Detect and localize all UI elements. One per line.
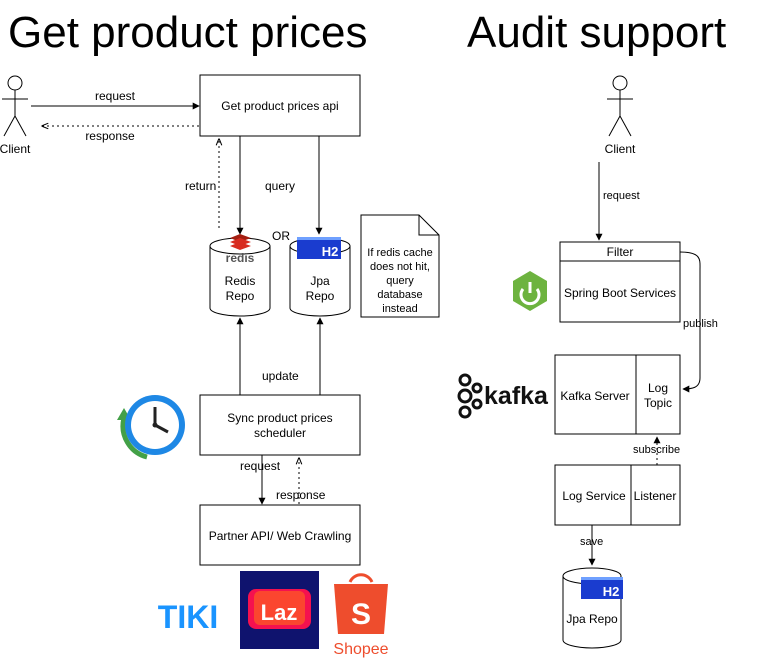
scheduler-label-line2: scheduler [254, 426, 306, 440]
svg-text:redis: redis [226, 251, 255, 265]
svg-text:Shopee: Shopee [333, 641, 388, 658]
request-label: request [95, 89, 136, 103]
scheduler-request-label: request [240, 459, 281, 473]
clock-icon [117, 395, 185, 460]
right-client-actor-icon [607, 75, 633, 137]
right-jpa-repo-label: Jpa Repo [566, 612, 618, 626]
title-audit-support: Audit support [467, 8, 726, 57]
kafka-server-box [554, 354, 681, 435]
partner-api-label: Partner API/ Web Crawling [209, 529, 352, 543]
log-topic-label-line1: Log [648, 381, 668, 395]
response-label: response [85, 129, 135, 143]
get-product-prices-api-box [199, 74, 361, 137]
note-line-3: query [386, 275, 414, 287]
filter-label: Filter [607, 245, 634, 259]
right-h2-logo-icon: H2 [581, 577, 623, 599]
note-shape [360, 214, 440, 318]
log-topic-label-line2: Topic [644, 396, 672, 410]
redis-logo-icon: redis [226, 234, 255, 265]
h2-logo-icon: H2 [297, 237, 341, 259]
svg-text:H2: H2 [322, 244, 339, 259]
svg-text:Laz: Laz [261, 600, 298, 625]
subscribe-label: subscribe [633, 444, 680, 456]
lazada-logo-icon: Laz [240, 571, 319, 649]
spring-boot-services-label: Spring Boot Services [564, 286, 676, 300]
kafka-server-label: Kafka Server [560, 389, 629, 403]
publish-label: publish [683, 318, 718, 330]
svg-text:H2: H2 [603, 584, 620, 599]
scheduler-label-line1: Sync product prices [227, 411, 332, 425]
right-request-label: request [603, 190, 640, 202]
svg-text:kafka: kafka [484, 382, 549, 410]
shopee-logo-icon: S Shopee [333, 573, 389, 658]
spring-boot-logo-icon [513, 271, 547, 311]
client-label: Client [0, 142, 31, 156]
svg-text:S: S [351, 598, 371, 631]
client-actor-icon [2, 75, 28, 137]
jpa-repo-label-line2: Repo [306, 289, 335, 303]
log-service-label: Log Service [562, 489, 626, 503]
scheduler-response-label: response [276, 488, 326, 502]
kafka-logo-icon: kafka [457, 373, 549, 419]
note-line-4: database [377, 289, 422, 301]
redis-repo-label-line2: Repo [226, 289, 255, 303]
partner-api-box [199, 504, 361, 566]
redis-repo-label-line1: Redis [225, 274, 256, 288]
update-label: update [262, 369, 299, 383]
note-line-1: If redis cache [367, 247, 432, 259]
api-box-label: Get product prices api [221, 99, 338, 113]
return-label: return [185, 179, 216, 193]
jpa-repo-label-line1: Jpa [310, 274, 330, 288]
spring-boot-services-box [559, 241, 681, 323]
or-label: OR [272, 229, 290, 243]
save-label: save [580, 536, 603, 548]
right-client-label: Client [605, 142, 636, 156]
note-line-5: instead [382, 303, 417, 315]
publish-arrow [679, 251, 701, 393]
log-service-box [554, 464, 681, 526]
listener-label: Listener [634, 489, 677, 503]
note-line-2: does not hit, [370, 261, 430, 273]
scheduler-box [199, 394, 361, 456]
svg-text:TIKI: TIKI [158, 599, 218, 635]
query-label: query [265, 179, 295, 193]
tiki-logo-icon: TIKI [158, 599, 218, 635]
title-get-product-prices: Get product prices [8, 8, 368, 57]
